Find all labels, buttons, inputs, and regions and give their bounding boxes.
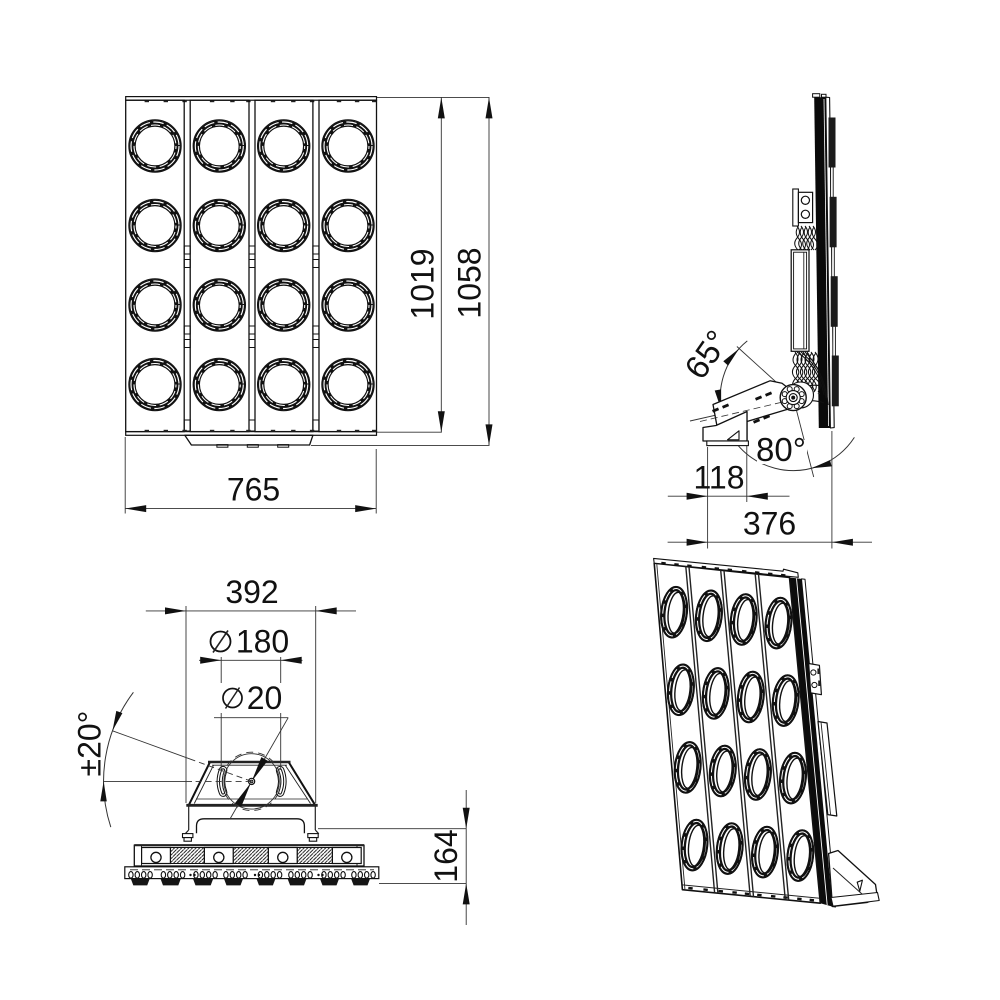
svg-text:118: 118 — [693, 460, 744, 496]
svg-text:20: 20 — [247, 680, 283, 716]
svg-text:164: 164 — [428, 829, 464, 882]
svg-text:376: 376 — [743, 506, 796, 542]
svg-text:180: 180 — [236, 624, 289, 660]
svg-text:765: 765 — [227, 472, 280, 508]
svg-text:392: 392 — [225, 574, 278, 610]
svg-text:±20°: ±20° — [72, 711, 108, 777]
svg-text:1019: 1019 — [405, 248, 441, 319]
svg-text:80°: 80° — [756, 431, 806, 468]
svg-text:1058: 1058 — [452, 247, 488, 318]
